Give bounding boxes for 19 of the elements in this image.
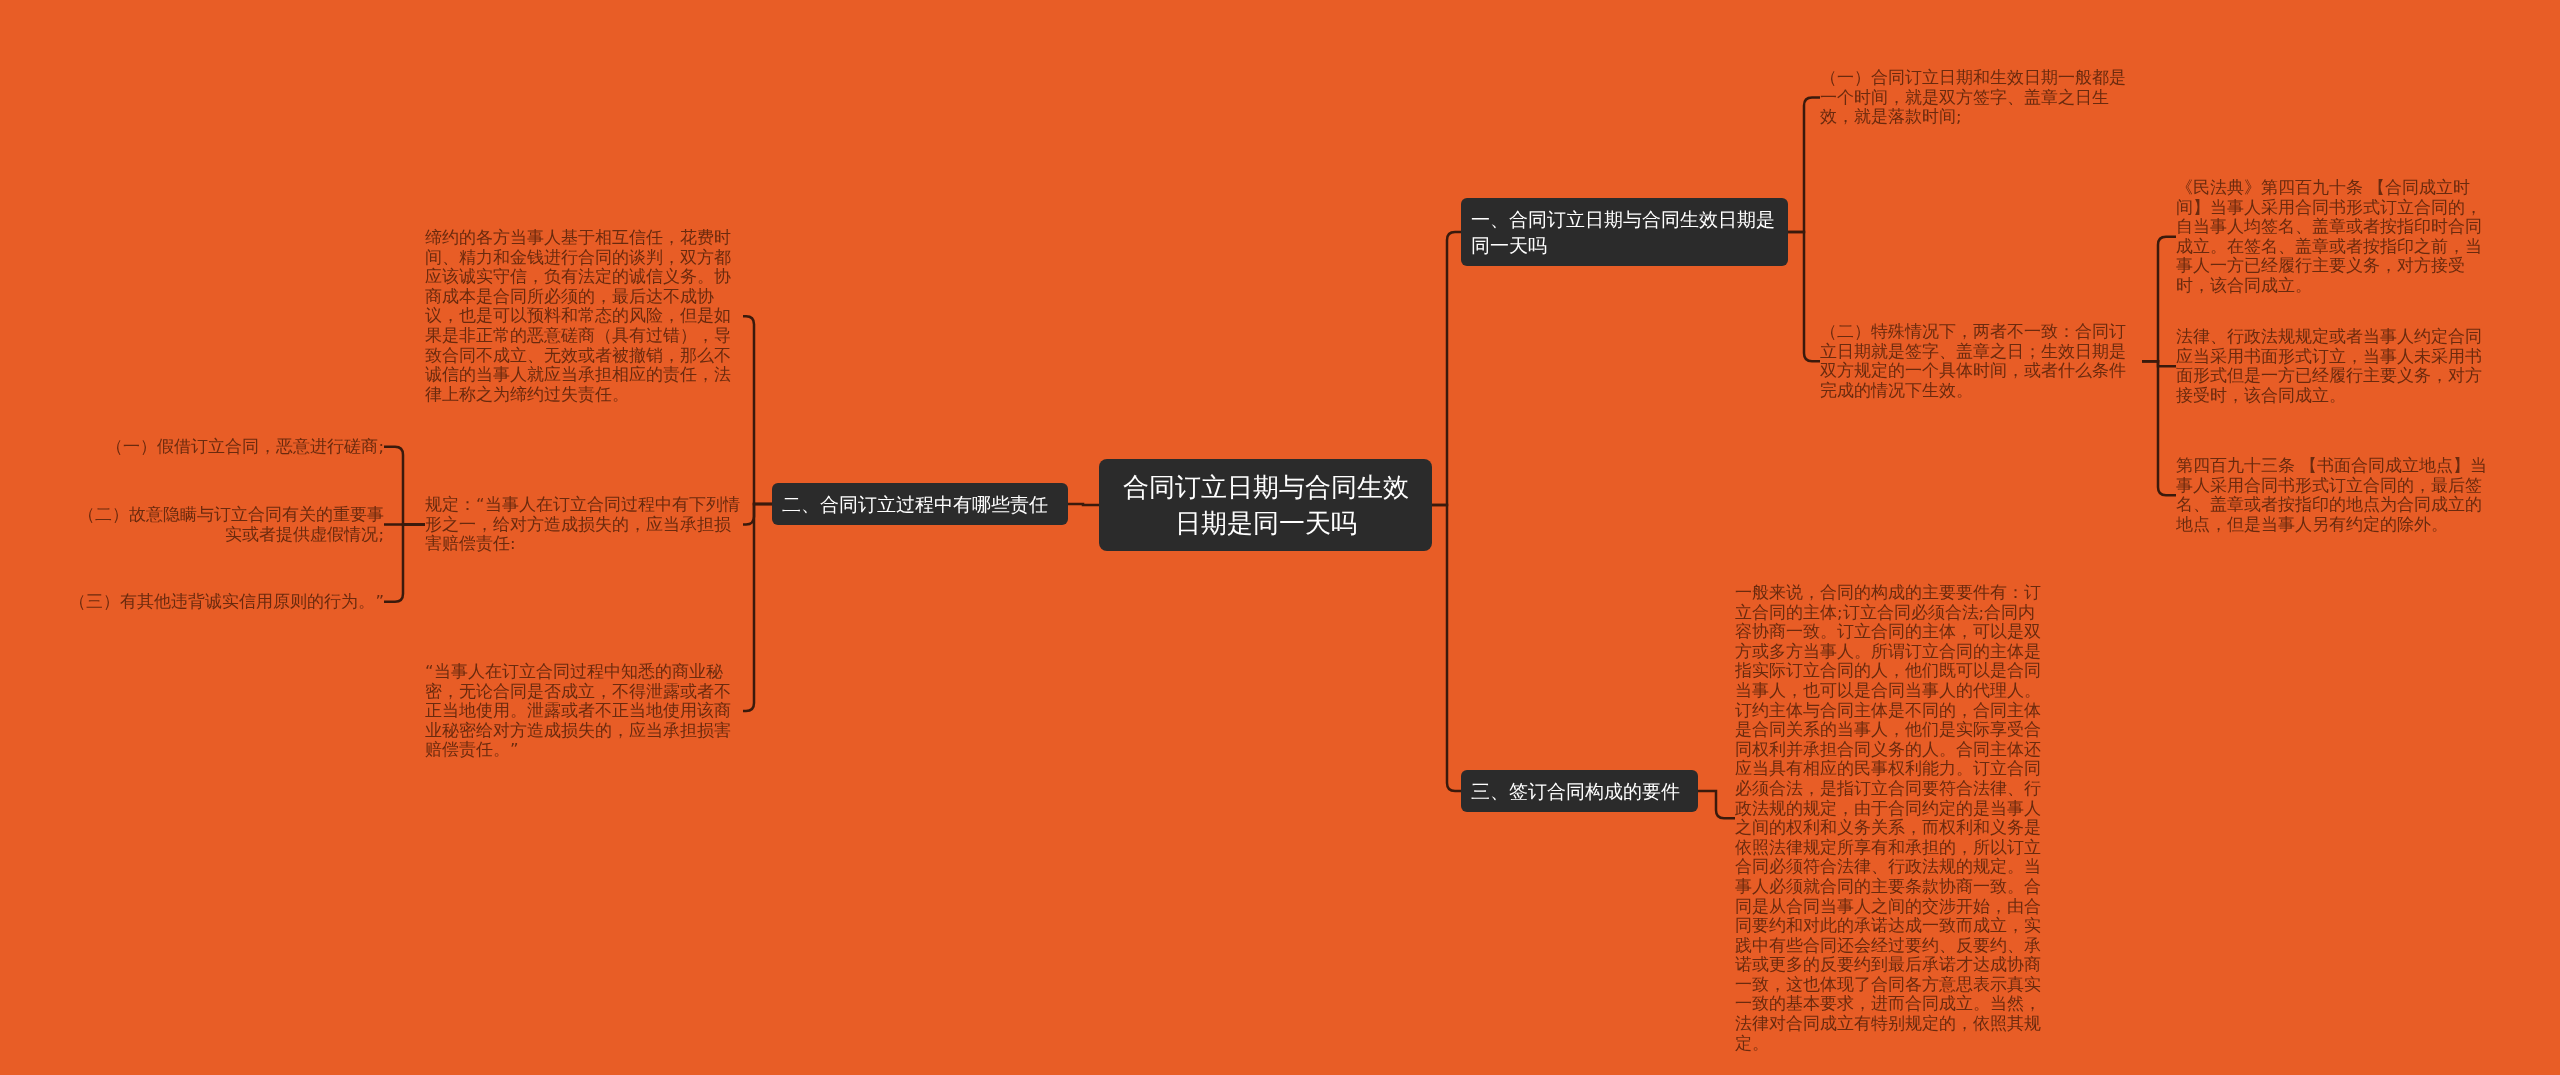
note-text: （一）假借订立合同，恶意进行磋商;	[90, 437, 384, 457]
connector-line	[1068, 502, 1099, 507]
topic-box: 一、合同订立日期与合同生效日期是同一天吗	[1461, 198, 1788, 266]
note-text: 缔约的各方当事人基于相互信任，花费时间、精力和金钱进行合同的谈判，双方都应该诚实守信，负有法定的诚信义务。协商成本是合同所必须的，最后达不成协议，也是可以预料和常态的风险，但是如果是非正常的恶意磋商（具有过错），导致合同不成立、无效或者被撤销，那么不诚信的当事人就应当承担相应的责任，法律上称之为缔约过失责任。	[425, 228, 743, 405]
note-text: “当事人在订立合同过程中知悉的商业秘密，无论合同是否成立，不得泄露或者不正当地使用。泄露或者不正当地使用该商业秘密给对方造成损失的，应当承担损害赔偿责任。”	[425, 662, 743, 760]
note-text: （三）有其他违背诚实信用原则的行为。”	[60, 592, 384, 612]
topic-box: 三、签订合同构成的要件	[1461, 770, 1698, 812]
central-topic-box: 合同订立日期与合同生效日期是同一天吗	[1099, 459, 1432, 551]
connector-line	[743, 502, 772, 713]
note-text: （二）故意隐瞒与订立合同有关的重要事实或者提供虚假情况;	[68, 505, 384, 545]
topic-box: 二、合同订立过程中有哪些责任	[772, 483, 1068, 525]
note-text: 《民法典》第四百九十条 【合同成立时间】当事人采用合同书形式订立合同的，自当事人均签名、盖章或者按指印时合同成立。在签名、盖章或者按指印之前，当事人一方已经履行主要义务，对方接受时，该合同成立。	[2176, 178, 2498, 296]
note-text: 第四百九十三条 【书面合同成立地点】当事人采用合同书形式订立合同的，最后签名、盖章或者按指印的地点为合同成立的地点，但是当事人另有约定的除外。	[2176, 456, 2498, 535]
note-text: （二）特殊情况下，两者不一致：合同订立日期就是签字、盖章之日；生效日期是双方规定的一个具体时间，或者什么条件完成的情况下生效。	[1820, 322, 2142, 401]
note-text: 法律、行政法规规定或者当事人约定合同应当采用书面形式订立，当事人未采用书面形式但是一方已经履行主要义务，对方接受时，该合同成立。	[2176, 327, 2498, 406]
connector-line	[1698, 789, 1735, 820]
note-text: 规定：“当事人在订立合同过程中有下列情形之一，给对方造成损失的，应当承担损害赔偿责任:	[425, 495, 743, 554]
note-text: 一般来说，合同的构成的主要要件有：订立合同的主体;订立合同必须合法;合同内容协商一致。订立合同的主体，可以是双方或多方当事人。所谓订立合同的主体是指实际订立合同的人，他们既可以是合同当事人，也可以是合同当事人的代理人。订约主体与合同主体是不同的，合同主体是合同关系的当事人，他们是实际享受合同权利并承担合同义务的人。合同主体还应当具有相应的民事权利能力。订立合同必须合法，是指订立合同要符合法律、行政法规的规定，由于合同约定的是当事人之间的权利和义务关系，而权利和义务是依照法律规定所享有和承担的，所以订立合同必须符合法律、行政法规的规定。当事人必须就合同的主要条款协商一致。合同是从合同当事人之间的交涉开始，由合同要约和对此的承诺达成一致而成立，实践中有些合同还会经过要约、反要约、承诺或更多的反要约到最后承诺才达成协商一致，这也体现了合同各方意思表示真实一致的基本要求，进而合同成立。当然，法律对合同成立有特别规定的，依照其规定。	[1735, 583, 2051, 1054]
note-text: （一）合同订立日期和生效日期一般都是一个时间，就是双方签字、盖章之日生效，就是落款时间;	[1820, 68, 2142, 127]
